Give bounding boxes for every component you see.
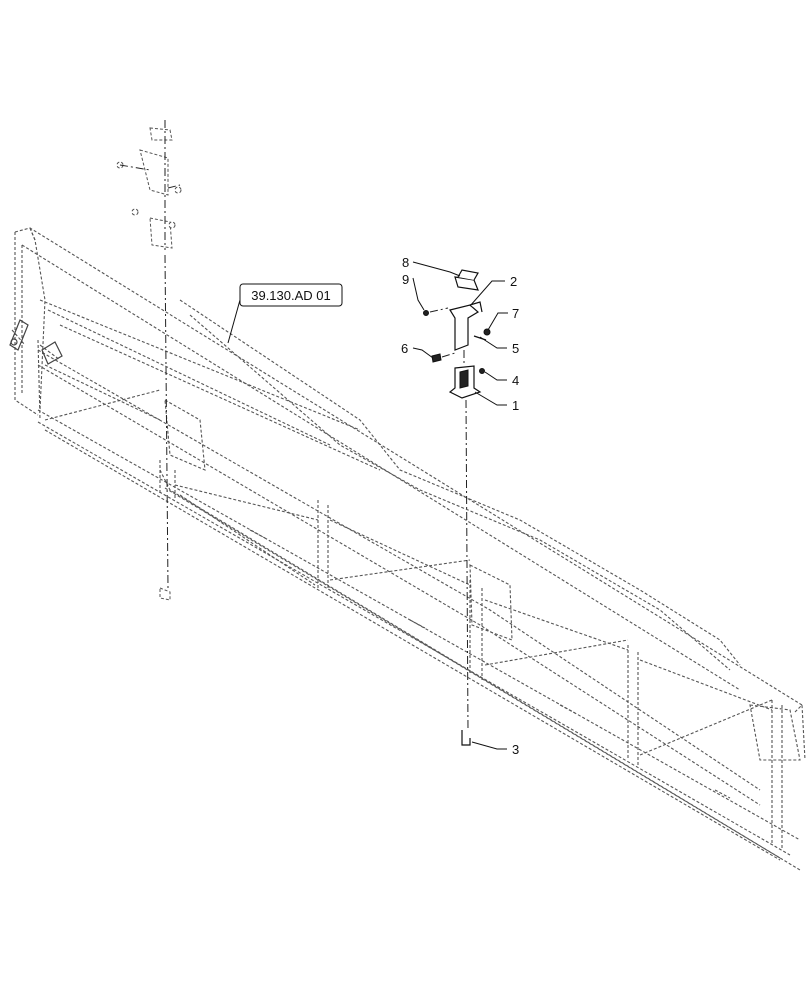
part-8-clip [454, 276, 479, 291]
callout-7: 7 [512, 306, 519, 321]
reference-callout[interactable]: 39.130.AD 01 [239, 283, 343, 307]
part-7-nut [483, 328, 491, 336]
callout-numbers: 8 9 2 7 6 5 4 1 3 [401, 255, 519, 757]
part-2-bracket [449, 304, 480, 351]
left-hanger-assembly [116, 120, 182, 601]
part-4-nut [479, 368, 485, 374]
callout-5: 5 [512, 341, 519, 356]
right-hanger-assembly [423, 269, 491, 746]
part-9-bolt [423, 310, 429, 316]
callout-4: 4 [512, 373, 519, 388]
reference-box[interactable] [239, 283, 343, 307]
callout-2: 2 [510, 274, 517, 289]
leader-lines [227, 261, 508, 750]
callout-6: 6 [401, 341, 408, 356]
boom-left-fitting [9, 319, 63, 365]
part-6-bolt [431, 353, 442, 363]
callout-8: 8 [402, 255, 409, 270]
part-3-hook [461, 730, 471, 746]
reference-label: 39.130.AD 01 [251, 288, 331, 303]
callout-1: 1 [512, 398, 519, 413]
callout-3: 3 [512, 742, 519, 757]
callout-9: 9 [402, 272, 409, 287]
boom-frame [11, 227, 806, 871]
